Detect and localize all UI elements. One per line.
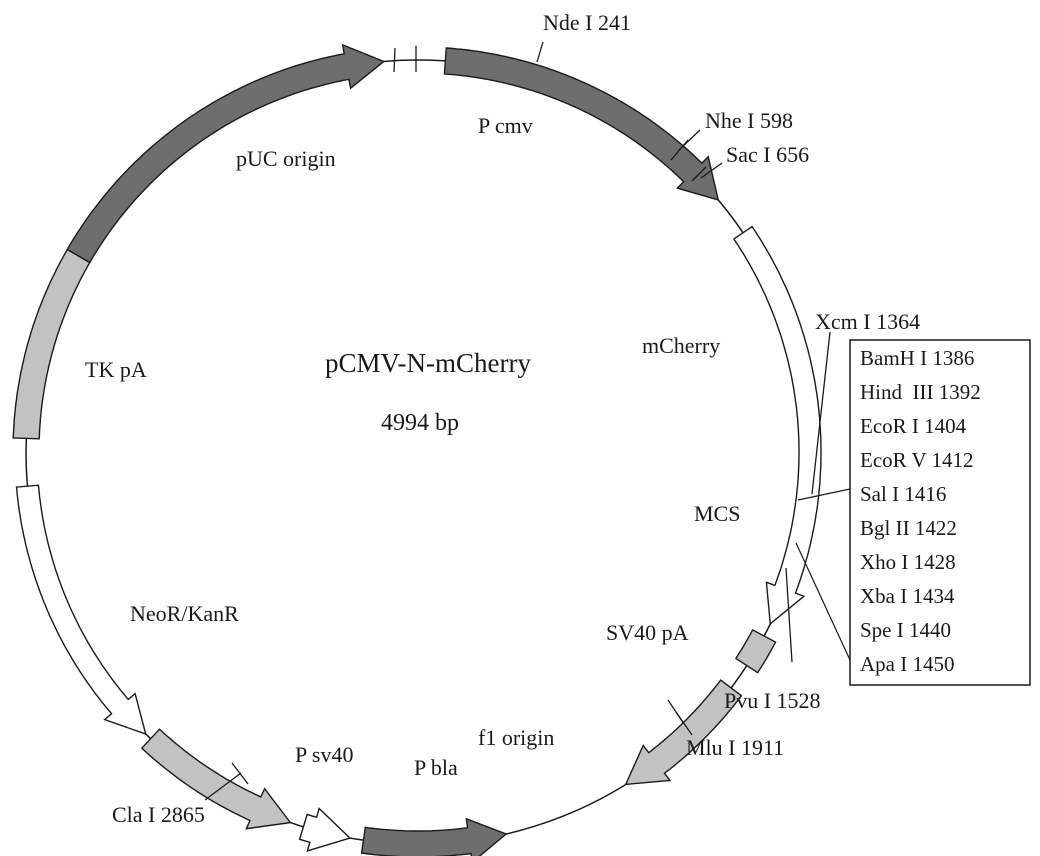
feature-arrow-sv40pa — [624, 679, 743, 786]
site-tick-mlui-bar — [667, 699, 685, 725]
site-label-mlui: Mlu I 1911 — [686, 735, 784, 760]
site-tick-clai — [204, 772, 242, 801]
feature-label-f1ori: f1 origin — [478, 725, 554, 750]
feature-arrow-pcmv — [443, 47, 720, 202]
site-label-xcmi: Xcm I 1364 — [815, 309, 920, 334]
plasmid-size: 4994 bp — [381, 410, 459, 436]
site-label-pvui: Pvu I 1528 — [724, 688, 821, 713]
site-label-saci: Sac I 656 — [726, 142, 809, 167]
feature-label-mcherry: mCherry — [642, 333, 720, 358]
feature-label-psv40: P sv40 — [295, 742, 353, 767]
site-tick-xcmi — [811, 331, 831, 495]
site-label-nhei: Nhe I 598 — [705, 108, 793, 133]
feature-arrow-pbla — [298, 807, 352, 852]
mcs-site-box — [849, 339, 1031, 686]
site-tick-saci — [700, 162, 723, 179]
feature-arrow-tkpa — [12, 248, 91, 440]
mcs-site: Spe I 1440 — [860, 618, 951, 642]
site-tick-ndei — [536, 41, 544, 63]
plasmid-name: pCMV-N-mCherry — [325, 348, 531, 378]
feature-label-tkpa: TK pA — [85, 357, 147, 382]
feature-label-mcs: MCS — [694, 501, 740, 526]
feature-arrows — [12, 43, 822, 856]
mcs-site-list: BamH I 1386 Hind III 1392 EcoR I 1404 Ec… — [860, 346, 981, 676]
mcs-site: EcoR I 1404 — [860, 414, 967, 438]
site-tick-pvui — [785, 567, 793, 663]
mcs-pointer-top — [797, 488, 851, 501]
site-tick-puc-gap — [393, 47, 396, 73]
feature-arrow-neor — [15, 484, 147, 736]
feature-label-sv40pa: SV40 pA — [606, 620, 689, 645]
mcs-site: Xho I 1428 — [860, 550, 956, 574]
feature-label-pbla: P bla — [414, 755, 458, 780]
mcs-pointer-bottom — [795, 542, 851, 661]
site-ticks — [204, 41, 831, 801]
feature-arrow-f1ori — [360, 817, 508, 856]
feature-arrow-mcherry — [732, 225, 822, 626]
feature-arrow-psv40 — [140, 728, 292, 830]
site-label-ndei: Nde I 241 — [543, 10, 631, 35]
site-tick-clai-bar — [231, 762, 249, 785]
feature-arrow-puc — [66, 43, 386, 264]
site-label-clai: Cla I 2865 — [112, 802, 205, 827]
feature-label-neor: NeoR/KanR — [130, 601, 239, 626]
site-tick-saci-bar — [691, 166, 707, 182]
site-tick-nhei-bar — [670, 139, 689, 161]
mcs-site: Bgl II 1422 — [860, 516, 957, 540]
mcs-site: Hind III 1392 — [860, 380, 981, 404]
mcs-site: Xba I 1434 — [860, 584, 955, 608]
mcs-site: Sal I 1416 — [860, 482, 946, 506]
mcs-site: Apa I 1450 — [860, 652, 954, 676]
feature-label-pcmv: P cmv — [478, 113, 533, 138]
feature-label-puc: pUC origin — [236, 146, 336, 171]
feature-arrow-mcs — [734, 628, 777, 674]
mcs-site: EcoR V 1412 — [860, 448, 974, 472]
mcs-site: BamH I 1386 — [860, 346, 974, 370]
